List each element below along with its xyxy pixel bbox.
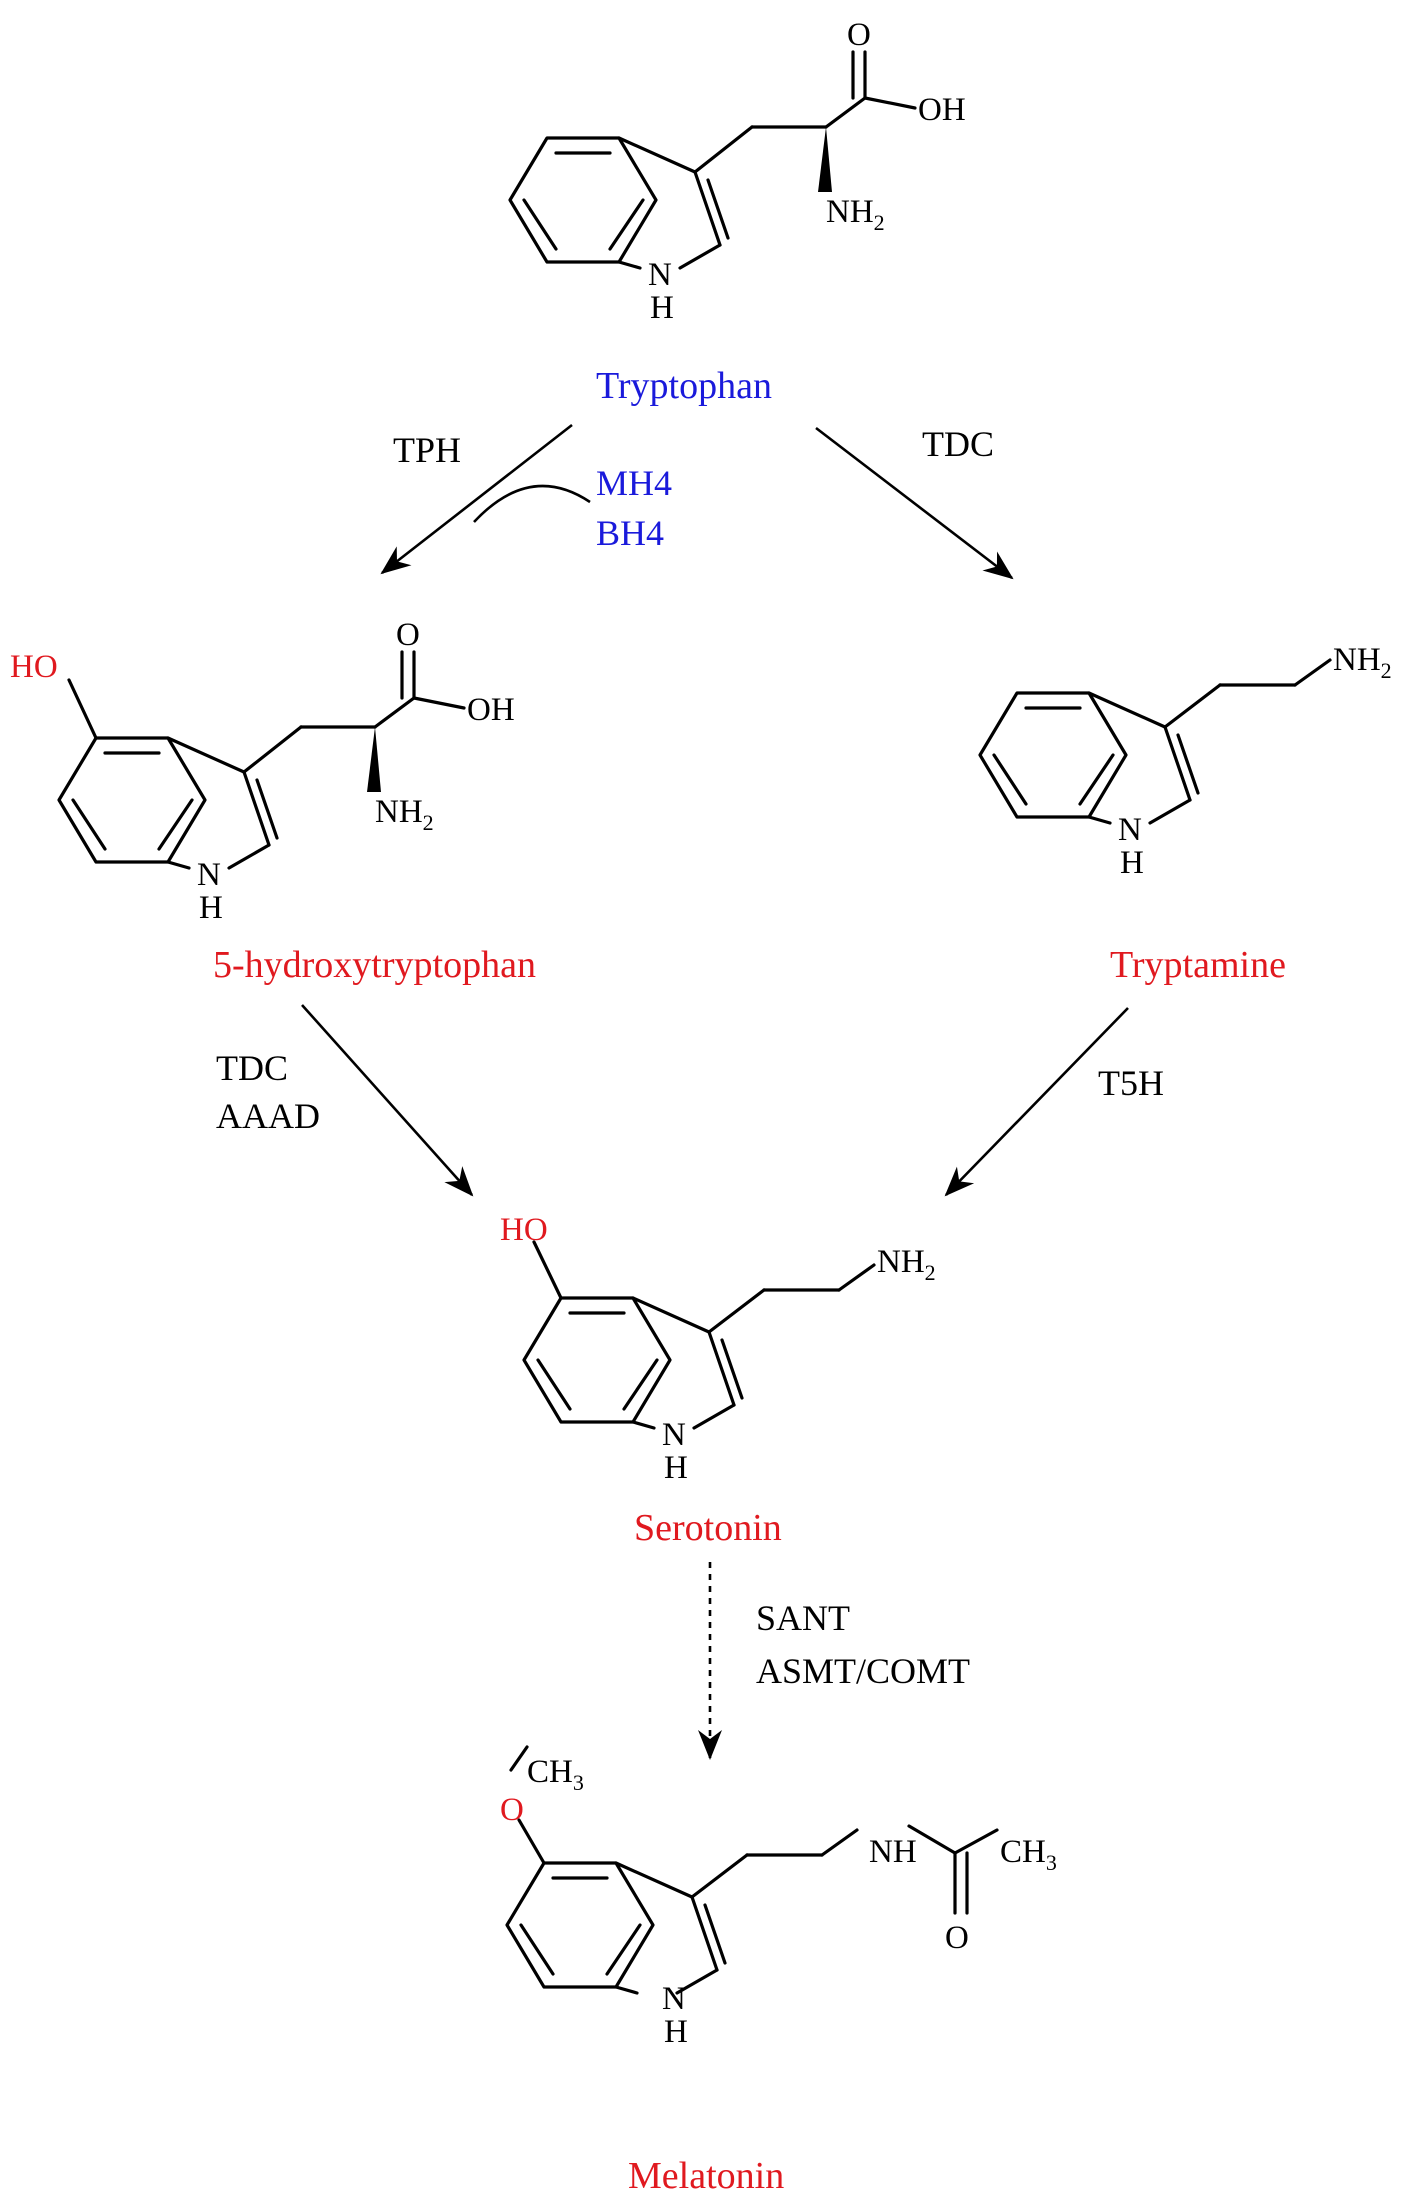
cofactor-bh4: BH4 (596, 513, 664, 553)
melatonin-ring-n: N (662, 1981, 686, 2017)
melatonin-acetyl-methyl: CH3 (1000, 1834, 1057, 1875)
arrow-tdc-right (815, 426, 1014, 580)
melatonin-amide-nh: NH (869, 1834, 917, 1870)
hydroxytryptophan-structure (57, 650, 466, 870)
enzyme-t5h: T5H (1098, 1063, 1164, 1103)
enzyme-asmt-comt: ASMT/COMT (756, 1651, 970, 1691)
cofactor-curve (473, 484, 591, 523)
hydroxytryptophan-hydroxyl: OH (467, 692, 515, 728)
serotonin-structure (522, 1240, 876, 1430)
enzyme-aaad: AAAD (216, 1096, 320, 1136)
melatonin-structure (505, 1745, 999, 1995)
serotonin-hydroxyl-prefix: HO (500, 1212, 548, 1248)
tryptophan-hydroxyl: OH (918, 92, 966, 128)
serotonin-ring-n: N (662, 1417, 686, 1453)
tryptophan-carbonyl-o: O (847, 17, 871, 53)
melatonin-methyl: CH3 (527, 1754, 584, 1795)
melatonin-carbonyl-o: O (945, 1920, 969, 1956)
tryptophan-ring-n: N (648, 257, 672, 293)
arrow-tph (380, 423, 573, 575)
tryptophan-ring-h: H (650, 290, 674, 326)
tryptamine-ring-h: H (1120, 845, 1144, 881)
hydroxytryptophan-ring-n: N (197, 857, 221, 893)
tryptamine-structure (978, 658, 1332, 825)
hydroxytryptophan-ring-h: H (199, 890, 223, 926)
cofactor-mh4: MH4 (596, 463, 672, 503)
hydroxytryptophan-amine: NH2 (375, 794, 434, 835)
enzyme-sant: SANT (756, 1598, 850, 1638)
serotonin-label: Serotonin (634, 1507, 782, 1549)
hydroxytryptophan-carbonyl-o: O (396, 617, 420, 653)
arrow-t5h (944, 1007, 1129, 1197)
arrow-tdc-aaad (301, 1004, 474, 1197)
melatonin-methoxy-o: O (500, 1792, 524, 1828)
melatonin-ring-h: H (664, 2014, 688, 2050)
hydroxytryptophan-label: 5-hydroxytryptophan (213, 944, 536, 986)
serotonin-ring-h: H (664, 1450, 688, 1486)
tryptophan-structure (508, 50, 917, 270)
tryptamine-amine: NH2 (1333, 642, 1392, 683)
tryptophan-amine: NH2 (826, 194, 885, 235)
tryptamine-label: Tryptamine (1110, 944, 1286, 986)
tryptophan-label: Tryptophan (596, 365, 772, 407)
enzyme-tdc-right: TDC (922, 424, 994, 464)
enzyme-tdc-left: TDC (216, 1048, 288, 1088)
enzyme-tph: TPH (393, 430, 461, 470)
tryptamine-ring-n: N (1118, 812, 1142, 848)
melatonin-label: Melatonin (628, 2155, 784, 2197)
serotonin-amine: NH2 (877, 1244, 936, 1285)
hydroxytryptophan-hydroxyl-prefix: HO (10, 649, 58, 685)
